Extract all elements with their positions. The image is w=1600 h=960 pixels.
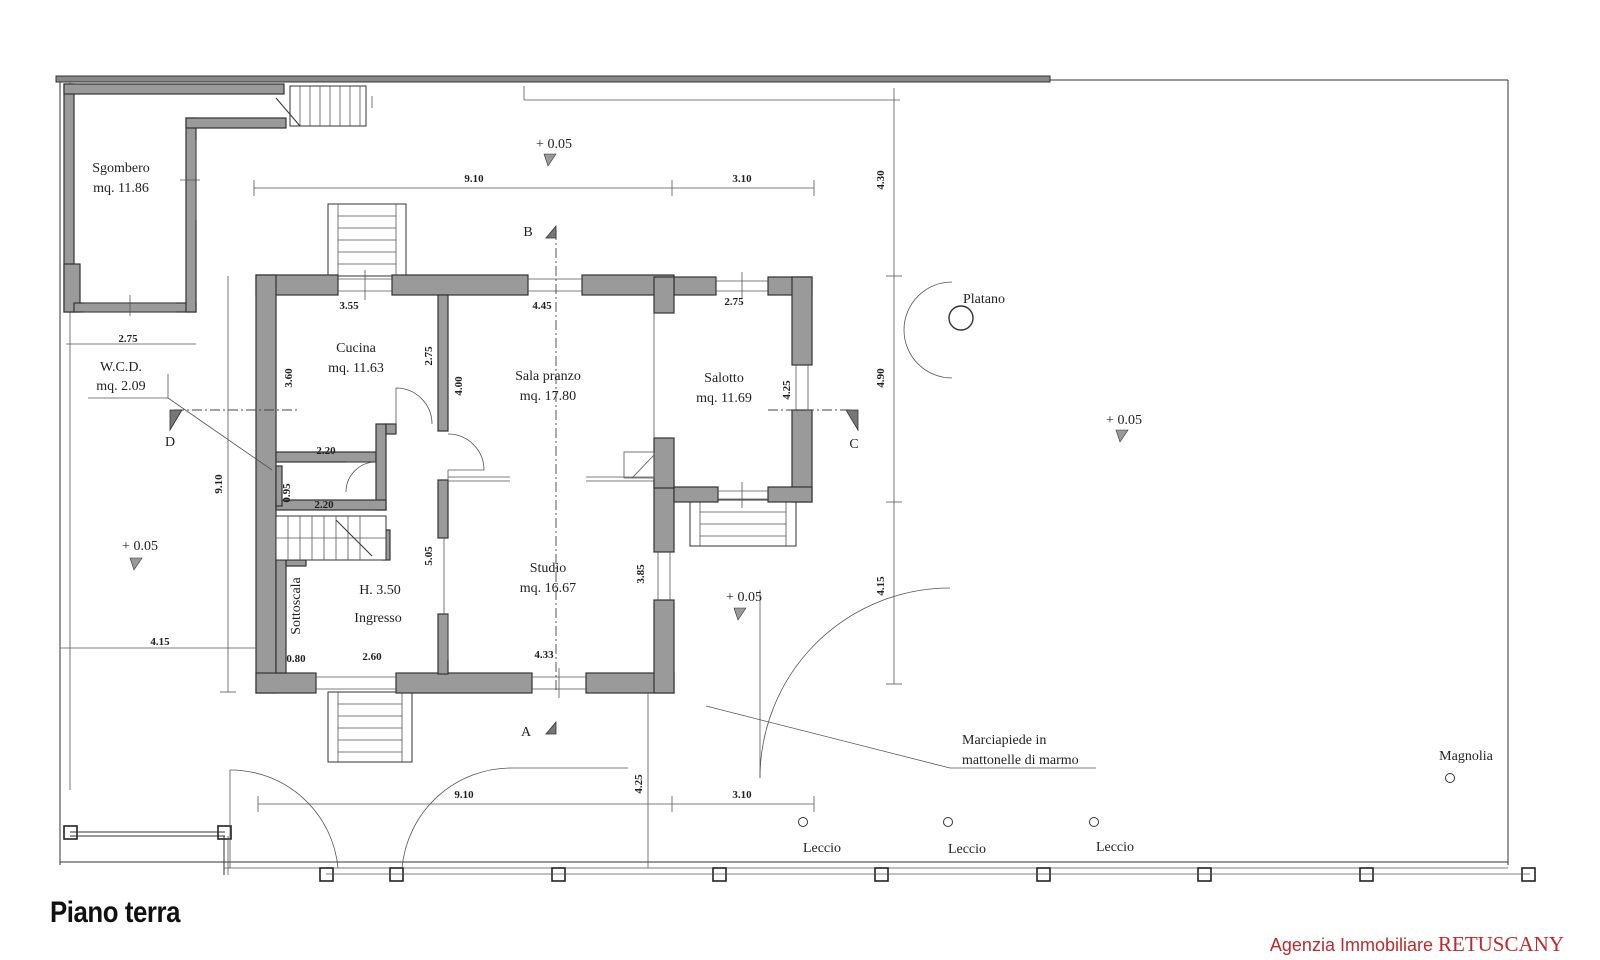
tree-leccio-label: Leccio bbox=[1096, 840, 1134, 855]
interior-stair bbox=[275, 515, 387, 561]
dim-top-left: 9.10 bbox=[464, 173, 484, 185]
dim-cucina-b: 2.20 bbox=[316, 445, 336, 457]
section-labels: B A C D bbox=[165, 225, 859, 740]
section-a-label: A bbox=[521, 725, 532, 740]
sidewalk-note-line2: mattonelle di marmo bbox=[962, 753, 1079, 768]
room-cucina-area: mq. 11.63 bbox=[328, 361, 384, 376]
room-studio-name: Studio bbox=[530, 561, 567, 576]
windows bbox=[316, 270, 809, 698]
sidewalk-leader bbox=[705, 705, 951, 769]
elevation-label: + 0.05 bbox=[1106, 413, 1142, 428]
elevation-label: + 0.05 bbox=[536, 137, 572, 152]
dim-studio-w: 4.33 bbox=[534, 649, 554, 661]
dim-salotto-w: 2.75 bbox=[724, 296, 744, 308]
fence-posts bbox=[63, 825, 1536, 882]
dim-top-right: 3.10 bbox=[732, 173, 752, 185]
room-sala-name: Sala pranzo bbox=[515, 369, 581, 384]
top-stair bbox=[275, 85, 373, 127]
section-d-label: D bbox=[165, 435, 175, 450]
dim-left-h: 9.10 bbox=[213, 474, 225, 494]
dim-right-top: 4.30 bbox=[875, 170, 887, 190]
tree-leccio-label: Leccio bbox=[948, 842, 986, 857]
front-steps bbox=[327, 203, 797, 763]
tree-magnolia-label: Magnolia bbox=[1439, 749, 1493, 764]
dim-sotto-w: 0.80 bbox=[286, 653, 306, 665]
elevation-markers bbox=[129, 153, 1129, 621]
room-studio-area: mq. 16.67 bbox=[520, 581, 576, 596]
dim-sala-h: 4.00 bbox=[453, 376, 465, 396]
room-ingresso-height: H. 3.50 bbox=[359, 583, 401, 598]
annex-sgombero bbox=[63, 83, 287, 316]
sidewalk-note-line1: Marciapiede in bbox=[962, 733, 1046, 748]
dim-studio-h: 3.85 bbox=[635, 564, 647, 584]
property-boundary bbox=[55, 75, 1509, 869]
elevation-labels: + 0.05 + 0.05 + 0.05 + 0.05 bbox=[122, 137, 1142, 605]
dim-cucina-wall: 2.75 bbox=[423, 346, 435, 366]
dim-salotto-h: 4.25 bbox=[781, 380, 793, 400]
room-wcd-area: mq. 2.09 bbox=[96, 379, 145, 394]
room-sala-area: mq. 17.80 bbox=[520, 389, 576, 404]
section-lines bbox=[169, 224, 859, 735]
page-title: Piano terra bbox=[50, 896, 181, 929]
tree-leccio-label: Leccio bbox=[803, 841, 841, 856]
room-salotto-area: mq. 11.69 bbox=[696, 391, 752, 406]
dim-left-w: 4.15 bbox=[150, 636, 170, 648]
room-wcd-name: W.C.D. bbox=[100, 360, 142, 375]
tree-platano-label: Platano bbox=[963, 292, 1005, 307]
sidewalk-note: Marciapiede in mattonelle di marmo bbox=[962, 733, 1079, 768]
dim-sgombero-w: 2.75 bbox=[118, 333, 138, 345]
dim-cucina-h: 3.60 bbox=[283, 368, 295, 388]
dim-bot-vert: 4.25 bbox=[633, 774, 645, 794]
interior-walls bbox=[275, 294, 449, 675]
room-labels: Sgombero mq. 11.86 W.C.D. mq. 2.09 Cucin… bbox=[92, 161, 752, 635]
dim-cucina-w: 3.55 bbox=[339, 300, 359, 312]
dim-right-bot: 4.15 bbox=[875, 576, 887, 596]
room-sottoscala-name: Sottoscala bbox=[289, 576, 304, 634]
room-salotto-name: Salotto bbox=[704, 371, 744, 386]
tree-labels: Platano Magnolia Leccio Leccio Leccio bbox=[803, 292, 1494, 857]
agency-logo: Agenzia Immobiliare RETUSCANY bbox=[1270, 932, 1564, 957]
dim-ingresso-w: 2.60 bbox=[362, 651, 382, 663]
agency-prefix: Agenzia Immobiliare bbox=[1269, 935, 1438, 955]
elevation-label: + 0.05 bbox=[122, 539, 158, 554]
platano-niche bbox=[903, 281, 974, 379]
dim-ingresso-h: 5.05 bbox=[423, 546, 435, 566]
doors bbox=[345, 387, 655, 660]
dimension-labels: 9.10 3.10 4.30 4.90 4.15 9.10 3.10 4.25 … bbox=[118, 170, 887, 801]
elevation-label: + 0.05 bbox=[726, 590, 762, 605]
house-walls bbox=[255, 274, 813, 694]
room-ingresso-name: Ingresso bbox=[354, 611, 401, 626]
dim-bot-right: 3.10 bbox=[732, 789, 752, 801]
dim-sala-w: 4.45 bbox=[532, 300, 552, 312]
agency-brand: RETUSCANY bbox=[1437, 932, 1564, 956]
dim-wc-w: 2.20 bbox=[314, 499, 334, 511]
room-sgombero-area: mq. 11.86 bbox=[93, 181, 149, 196]
section-c-label: C bbox=[849, 437, 858, 452]
dim-right-mid: 4.90 bbox=[875, 368, 887, 388]
section-b-label: B bbox=[523, 225, 532, 240]
gate-swings bbox=[229, 587, 951, 869]
dimension-lines bbox=[60, 88, 902, 868]
dim-bot-left: 9.10 bbox=[454, 789, 474, 801]
room-sgombero-name: Sgombero bbox=[92, 161, 150, 176]
tree-markers bbox=[798, 773, 1455, 827]
room-cucina-name: Cucina bbox=[336, 341, 376, 356]
dim-wc-h: 0.95 bbox=[281, 483, 293, 503]
